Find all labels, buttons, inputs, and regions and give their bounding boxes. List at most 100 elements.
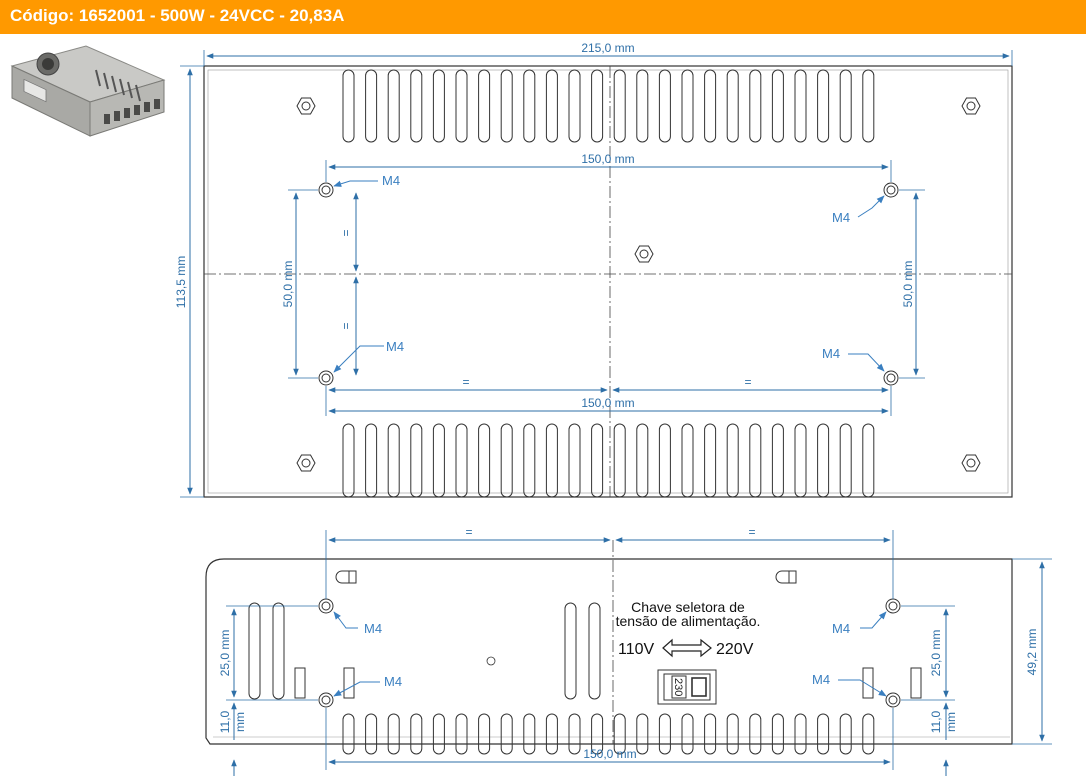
power-supply-photo <box>10 45 166 137</box>
vent-slot <box>365 713 378 755</box>
front-dim-equal: = <box>465 525 472 539</box>
vent-slot <box>771 69 784 143</box>
front-dim-11-right: 11,0 <box>929 710 943 733</box>
vent-slot <box>410 69 423 143</box>
vent-slot <box>545 69 558 143</box>
vent-slot <box>568 423 581 498</box>
vent-slot <box>545 423 558 498</box>
vent-slot <box>432 69 445 143</box>
vent-slot <box>342 69 355 143</box>
top-view <box>203 65 1013 498</box>
vent-slot <box>455 423 468 498</box>
vent-slot <box>432 423 445 498</box>
hex-bolt-icon <box>296 97 316 115</box>
double-arrow-icon <box>662 638 712 658</box>
vent-slot <box>613 69 626 143</box>
vent-slot <box>432 713 445 755</box>
mounting-hole-icon <box>318 598 334 614</box>
vent-slot <box>523 69 536 143</box>
vent-slot <box>342 423 355 498</box>
hole-label: M4 <box>832 210 850 225</box>
hex-bolt-icon <box>961 454 981 472</box>
vent-slot <box>704 423 717 498</box>
mounting-hole-icon <box>885 598 901 614</box>
mounting-hole-icon <box>318 370 334 386</box>
vent-slot <box>794 423 807 498</box>
vent-slot <box>478 423 491 498</box>
vent-slot <box>410 713 423 755</box>
vent-slot <box>500 423 513 498</box>
hex-bolt-icon <box>634 245 654 263</box>
hole-label: M4 <box>386 339 404 354</box>
vent-slot <box>365 423 378 498</box>
vent-slot <box>771 423 784 498</box>
vent-slot <box>636 713 649 755</box>
front-view-callouts <box>333 611 887 697</box>
page-title: Código: 1652001 - 500W - 24VCC - 20,83A <box>10 6 345 25</box>
top-view-callouts <box>333 180 885 373</box>
front-view: 230 <box>205 540 1013 755</box>
vent-slot <box>365 69 378 143</box>
vent-slot <box>681 423 694 498</box>
front-dim-25-left: 25,0 mm <box>218 630 232 677</box>
front-view-dimensions <box>226 530 1052 776</box>
vent-slot <box>704 69 717 143</box>
dim-150-bottom: 150,0 mm <box>581 396 634 410</box>
vent-slot <box>726 69 739 143</box>
vent-slot <box>817 423 830 498</box>
front-view-outline <box>205 558 1013 745</box>
vent-slot <box>862 69 875 143</box>
mounting-hole-icon <box>318 182 334 198</box>
hole-label: M4 <box>832 621 850 636</box>
switch-setting: 230 <box>672 678 684 696</box>
dim-150-top: 150,0 mm <box>581 152 634 166</box>
hole-label: M4 <box>822 346 840 361</box>
hole-label: M4 <box>384 674 402 689</box>
top-view-outline <box>203 65 1013 498</box>
vent-slot <box>704 713 717 755</box>
hole-label: M4 <box>364 621 382 636</box>
mounting-hole-icon <box>883 182 899 198</box>
mounting-hole-icon <box>885 692 901 708</box>
vent-slot <box>771 713 784 755</box>
vent-slot <box>862 423 875 498</box>
vent-slot <box>568 713 581 755</box>
vent-slot <box>591 69 604 143</box>
mounting-hole-icon <box>883 370 899 386</box>
front-dim-height: 49,2 mm <box>1025 629 1039 676</box>
voltage-selector-switch: 230 <box>657 669 717 705</box>
vent-slot <box>613 713 626 755</box>
vent-slot <box>500 713 513 755</box>
dim-50-left: 50,0 mm <box>281 261 295 308</box>
vent-slot <box>839 69 852 143</box>
dim-equal: = <box>339 322 353 329</box>
vent-slot <box>658 423 671 498</box>
vent-slot <box>658 713 671 755</box>
vent-slot <box>591 423 604 498</box>
mounting-hole-icon <box>318 692 334 708</box>
front-dim-11-left-unit: mm <box>233 712 247 732</box>
vent-slot <box>636 69 649 143</box>
switch-220v: 220V <box>716 641 754 658</box>
vent-slot <box>523 713 536 755</box>
switch-caption-line1: Chave seletora de <box>631 599 745 615</box>
vent-slot <box>636 423 649 498</box>
vent-slot <box>500 69 513 143</box>
dim-equal: = <box>339 229 353 236</box>
vent-slot <box>862 713 875 755</box>
switch-110v: 110V <box>618 641 655 658</box>
vent-slot <box>794 69 807 143</box>
hole-label: M4 <box>382 173 400 188</box>
dim-width-215: 215,0 mm <box>581 41 634 55</box>
vent-slot <box>478 713 491 755</box>
vent-slot <box>478 69 491 143</box>
dim-50-right: 50,0 mm <box>901 261 915 308</box>
dim-height-113: 113,5 mm <box>174 256 188 308</box>
dim-equal: = <box>462 375 469 389</box>
dim-equal: = <box>744 375 751 389</box>
header-bar: Código: 1652001 - 500W - 24VCC - 20,83A <box>0 0 1086 34</box>
vent-slot <box>749 423 762 498</box>
hex-bolt-icon <box>296 454 316 472</box>
top-view-dimensions <box>180 50 1013 498</box>
